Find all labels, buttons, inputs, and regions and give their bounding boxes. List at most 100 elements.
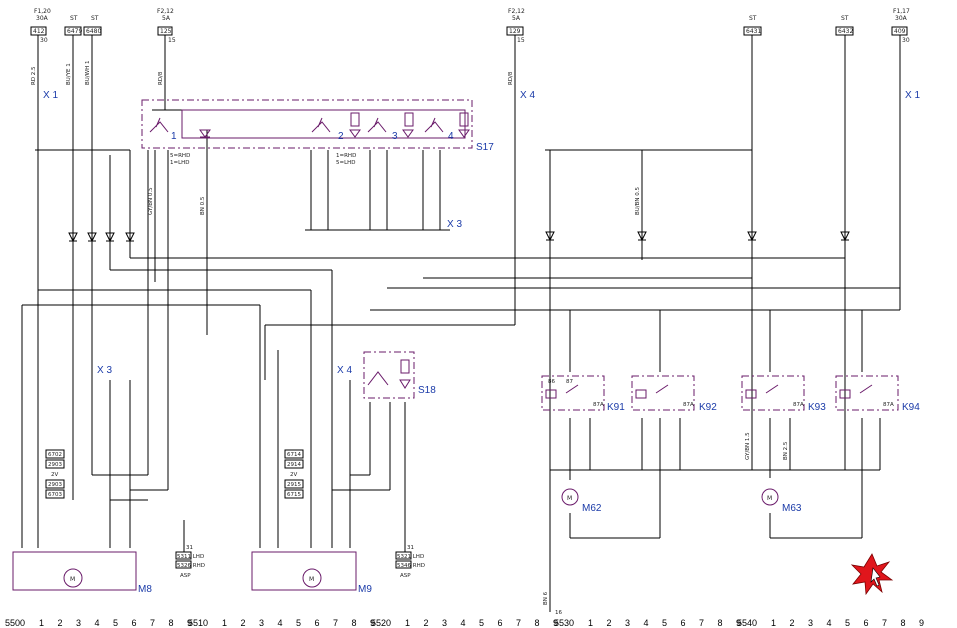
- svg-text:409: 409: [894, 28, 906, 35]
- svg-text:2V: 2V: [51, 472, 58, 478]
- svg-text:2: 2: [338, 131, 344, 142]
- ruler-tick-label: 6: [498, 618, 503, 628]
- ruler-tick-label: 2: [241, 618, 246, 628]
- svg-text:86: 86: [548, 379, 555, 385]
- ruler-section-label: 5530: [554, 618, 574, 628]
- svg-text:GY/BN 1.5: GY/BN 1.5: [745, 432, 751, 460]
- svg-text:M63: M63: [782, 503, 802, 514]
- ruler-section-label: 5520: [371, 618, 391, 628]
- relay-k92: 87A K92: [631, 375, 717, 413]
- ruler-tick-label: 4: [827, 618, 832, 628]
- svg-text:5346 RHD: 5346 RHD: [397, 563, 425, 569]
- svg-text:ASP: ASP: [180, 573, 191, 579]
- svg-text:30A: 30A: [895, 15, 908, 22]
- connector-labels: X 1 X 1 X 4 X 3 X 3 X 4: [43, 90, 920, 376]
- diode-box-right: 6714 2914 2V 2915 6715: [284, 449, 304, 499]
- svg-text:31: 31: [407, 545, 414, 551]
- ruler-tick-label: 2: [424, 618, 429, 628]
- switch-s18: S18: [363, 351, 436, 399]
- ruler-tick-label: 5: [845, 618, 850, 628]
- ruler-tick-label: 8: [169, 618, 174, 628]
- fuse-row: F1,20 30A 412 30 ST 6479 ST 6480 F2,12 5…: [30, 8, 910, 44]
- ruler-tick-label: 6: [315, 618, 320, 628]
- ruler-tick-label: 6: [864, 618, 869, 628]
- svg-text:X 1: X 1: [905, 90, 920, 101]
- svg-text:30: 30: [40, 37, 48, 44]
- svg-text:X 4: X 4: [520, 90, 535, 101]
- svg-text:6431: 6431: [746, 28, 761, 35]
- relay-k93: 87A K93: [741, 375, 826, 413]
- svg-text:6480: 6480: [86, 28, 101, 35]
- ruler-tick-label: 7: [882, 618, 887, 628]
- svg-text:6432: 6432: [838, 28, 853, 35]
- ruler-tick-label: 9: [919, 618, 924, 628]
- svg-text:87A: 87A: [883, 402, 894, 408]
- ruler-tick-label: 3: [259, 618, 264, 628]
- relay-k91: 86 87 87A K91: [541, 375, 625, 413]
- ruler-section-label: 5540: [737, 618, 757, 628]
- fuse-3: ST 6480: [83, 15, 102, 36]
- ruler-tick-label: 3: [76, 618, 81, 628]
- svg-text:ST: ST: [70, 15, 78, 22]
- svg-text:X 4: X 4: [337, 365, 352, 376]
- svg-text:2903: 2903: [48, 482, 62, 488]
- ruler-tick-label: 3: [442, 618, 447, 628]
- svg-text:M: M: [309, 576, 314, 583]
- svg-text:15: 15: [168, 37, 176, 44]
- switch-block-s17: 1 2 3 4 S17 5=RHD 1=LHD 1=RHD 5=LHD: [141, 99, 494, 166]
- ruler-tick-label: 9: [736, 618, 741, 628]
- starburst-cursor-icon: [850, 553, 894, 596]
- ruler-tick-label: 5: [662, 618, 667, 628]
- ruler-tick-label: 9: [187, 618, 192, 628]
- svg-text:F2,12: F2,12: [157, 8, 174, 15]
- ruler-tick-label: 8: [352, 618, 357, 628]
- svg-text:X 3: X 3: [97, 365, 112, 376]
- svg-text:2V: 2V: [290, 472, 297, 478]
- ruler-tick-label: 2: [607, 618, 612, 628]
- svg-text:1=RHD: 1=RHD: [336, 153, 356, 159]
- svg-text:16: 16: [555, 610, 562, 616]
- ruler-tick-label: 1: [405, 618, 410, 628]
- fuse-5: F2,12 5A 129 15: [506, 8, 525, 44]
- fuse-4: F2,12 5A 125 15: [157, 8, 176, 44]
- svg-text:1=LHD: 1=LHD: [170, 160, 190, 166]
- svg-text:5=RHD: 5=RHD: [170, 153, 190, 159]
- svg-text:5A: 5A: [162, 15, 171, 22]
- svg-text:K91: K91: [607, 402, 625, 413]
- svg-text:X 1: X 1: [43, 90, 58, 101]
- ruler-tick-label: 5: [296, 618, 301, 628]
- relay-k94: 87A K94: [835, 375, 920, 413]
- ruler-tick-label: 8: [901, 618, 906, 628]
- ruler-tick-label: 8: [535, 618, 540, 628]
- svg-text:2914: 2914: [287, 462, 301, 468]
- ruler-tick-label: 7: [150, 618, 155, 628]
- svg-text:5326 RHD: 5326 RHD: [177, 563, 205, 569]
- ruler-tick-label: 1: [771, 618, 776, 628]
- svg-text:6714: 6714: [287, 452, 301, 458]
- svg-text:6702: 6702: [48, 452, 62, 458]
- diodes: [68, 231, 850, 243]
- ruler-tick-label: 7: [516, 618, 521, 628]
- fuse-8: F1,17 30A 409 30: [891, 8, 910, 44]
- svg-text:F1,17: F1,17: [893, 8, 910, 15]
- svg-text:BN 2.5: BN 2.5: [783, 441, 789, 460]
- ruler-tick-label: 4: [278, 618, 283, 628]
- svg-text:ST: ST: [749, 15, 757, 22]
- asp-left: 5311 LHD 5326 RHD ASP 31: [175, 545, 205, 579]
- svg-text:87: 87: [566, 379, 573, 385]
- svg-text:15: 15: [517, 37, 525, 44]
- svg-text:30A: 30A: [36, 15, 49, 22]
- svg-text:6703: 6703: [48, 492, 62, 498]
- svg-text:412: 412: [33, 28, 45, 35]
- svg-text:K92: K92: [699, 402, 717, 413]
- ruler-tick-label: 8: [718, 618, 723, 628]
- motor-m63: M M63: [761, 488, 802, 514]
- wires: [21, 35, 901, 612]
- svg-text:31: 31: [186, 545, 193, 551]
- fuse-2: ST 6479: [64, 15, 82, 36]
- ruler-section-label: 5500: [5, 618, 25, 628]
- diode-box-left: 6702 2903 2V 2903 6703: [45, 449, 65, 499]
- motor-m8: M M8: [12, 551, 152, 595]
